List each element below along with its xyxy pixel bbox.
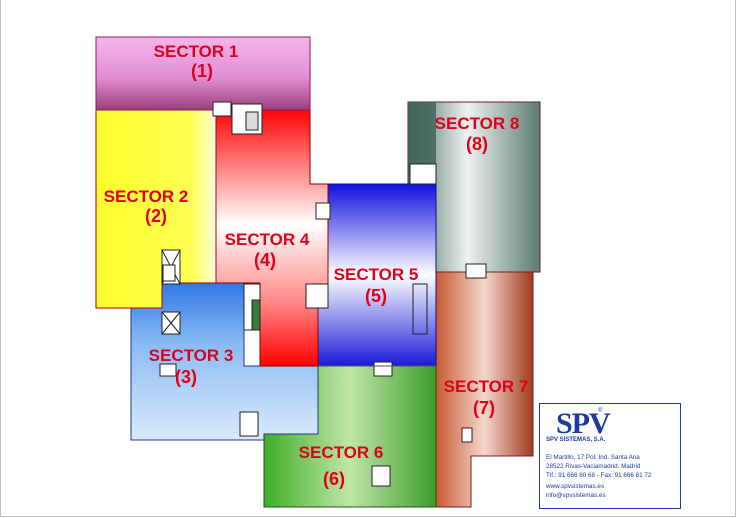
sector-4-label: SECTOR 4 <box>225 230 310 249</box>
company-website: www.spvsistemas.es <box>546 483 605 490</box>
sector-2-label: SECTOR 2 <box>104 187 189 206</box>
company-logo-box: SPV ® SPV SISTEMAS, S.A. El Martillo, 17… <box>539 403 681 509</box>
sector-8-number: (8) <box>466 134 488 154</box>
registered-mark: ® <box>598 408 603 414</box>
company-phone: Tlf.: 91 666 80 68 - Fax: 91 666 81 72 <box>546 472 652 479</box>
sector-8-label: SECTOR 8 <box>435 114 520 133</box>
sector-labels: SECTOR 1 (1) SECTOR 2 (2) SECTOR 3 (3) S… <box>104 42 529 489</box>
sector-2-number: (2) <box>145 206 167 226</box>
sector-1-label: SECTOR 1 <box>154 42 239 61</box>
spv-logo: SPV <box>556 407 611 440</box>
sector-7-number: (7) <box>473 398 495 418</box>
sector-7-label: SECTOR 7 <box>444 377 529 396</box>
company-address-line1: El Martillo, 17 Pol. Ind. Santa Ana <box>546 454 640 461</box>
sector-3-number: (3) <box>175 367 197 387</box>
sector-1-number: (1) <box>191 61 213 81</box>
plan-details <box>159 101 487 487</box>
company-name: SPV SISTEMAS, S.A. <box>546 437 606 443</box>
sector-6-number: (6) <box>323 469 345 489</box>
sector-6-label: SECTOR 6 <box>299 443 384 462</box>
company-address-line2: 28522 Rivas-Vaciamadrid. Madrid <box>546 463 641 470</box>
sector-4-number: (4) <box>254 250 276 270</box>
sector-3-label: SECTOR 3 <box>149 346 234 365</box>
company-email: info@spvsistemas.es <box>546 492 606 499</box>
sector-1-area <box>95 36 311 111</box>
sector-5-number: (5) <box>365 286 387 306</box>
sector-5-label: SECTOR 5 <box>334 265 419 284</box>
